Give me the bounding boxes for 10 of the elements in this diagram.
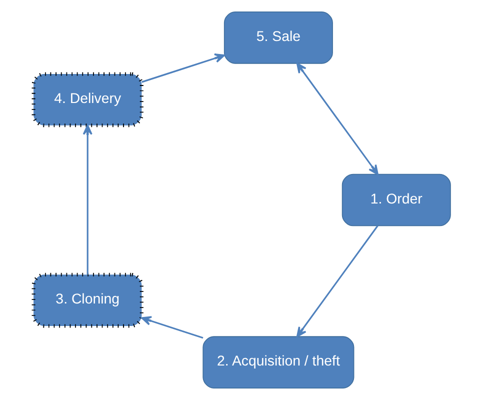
- node-box: 5. Sale: [224, 12, 333, 64]
- node-box: 4. Delivery: [32, 72, 144, 128]
- node-box: 2. Acquisition / theft: [202, 336, 354, 388]
- arrow: [141, 316, 204, 339]
- arrow: [142, 53, 225, 83]
- arrow: [296, 62, 378, 176]
- node-box: 3. Cloning: [32, 272, 144, 328]
- arrow: [82, 124, 92, 274]
- arrow: [296, 225, 378, 338]
- node-box: 1. Order: [342, 174, 451, 226]
